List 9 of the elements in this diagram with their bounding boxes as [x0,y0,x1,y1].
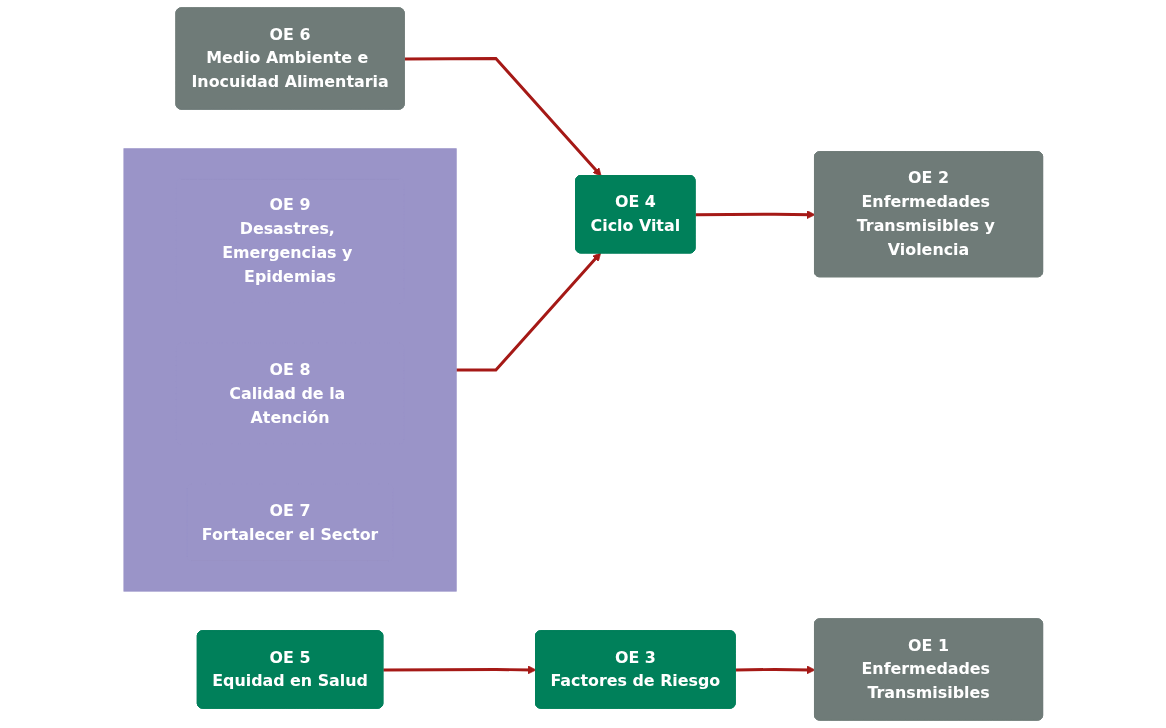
arrow [383,665,537,675]
node-text: OE 8 Calidad de la Atención [229,360,346,427]
arrow [404,57,602,177]
node-text: OE 7 Fortalecer el Sector [201,500,379,544]
arrow [695,210,816,219]
arrow [735,665,816,675]
cluster [123,148,457,592]
node-text: OE 9 Desastres, Emergencias y Epidemias [221,195,353,286]
arrow [455,252,601,372]
